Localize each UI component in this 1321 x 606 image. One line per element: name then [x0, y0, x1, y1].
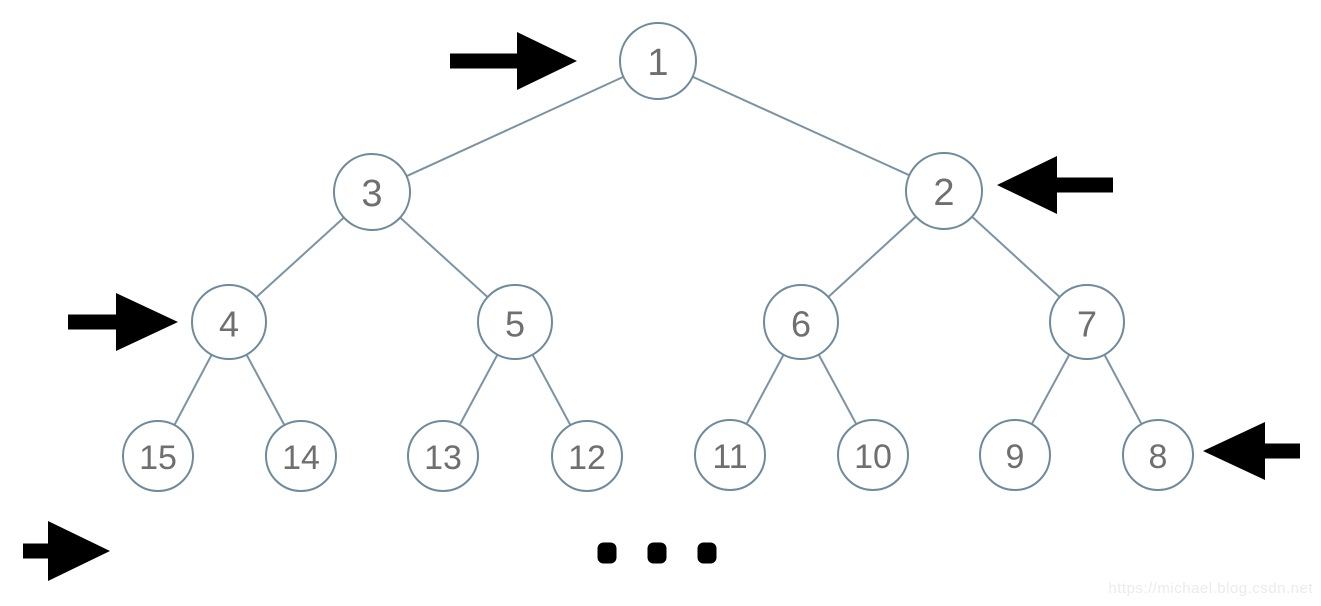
tree-node-circle-11 — [694, 419, 766, 491]
tree-node-circle-10 — [837, 419, 909, 491]
tree-node-2: 2 — [905, 152, 983, 230]
node-label-15: 15 — [139, 439, 177, 477]
ellipsis-dot-1 — [597, 542, 617, 564]
tree-node-7: 7 — [1049, 284, 1125, 360]
tree-node-13: 13 — [407, 420, 479, 492]
ellipsis-dot-3 — [697, 542, 717, 564]
tree-edge-1-2 — [657, 60, 945, 192]
ellipsis-dot-2 — [647, 542, 667, 564]
node-label-10: 10 — [854, 438, 892, 476]
tree-node-3: 3 — [333, 153, 411, 231]
node-label-1: 1 — [647, 42, 668, 84]
tree-node-8: 8 — [1122, 419, 1194, 491]
node-label-4: 4 — [219, 304, 239, 345]
arrow-at-node-2 — [997, 156, 1113, 214]
arrow-at-node-1 — [450, 32, 577, 90]
tree-node-6: 6 — [763, 284, 839, 360]
tree-node-circle-4 — [191, 284, 267, 360]
tree-node-14: 14 — [265, 420, 337, 492]
node-label-5: 5 — [505, 304, 525, 345]
tree-node-9: 9 — [979, 419, 1051, 491]
tree-node-circle-14 — [265, 420, 337, 492]
tree-node-12: 12 — [551, 420, 623, 492]
arrow-at-node-4 — [68, 293, 178, 351]
tree-node-circle-13 — [407, 420, 479, 492]
tree-node-circle-9 — [979, 419, 1051, 491]
tree-node-circle-6 — [763, 284, 839, 360]
tree-node-10: 10 — [837, 419, 909, 491]
node-label-11: 11 — [712, 438, 747, 476]
tree-node-circle-3 — [333, 153, 411, 231]
node-label-13: 13 — [424, 439, 462, 477]
tree-node-circle-8 — [1122, 419, 1194, 491]
tree-node-circle-2 — [905, 152, 983, 230]
tree-node-5: 5 — [477, 284, 553, 360]
node-label-9: 9 — [1006, 438, 1025, 476]
watermark: https://michael.blog.csdn.net — [1108, 580, 1313, 597]
tree-node-1: 1 — [619, 22, 697, 100]
arrow-next-level — [23, 521, 110, 581]
node-label-6: 6 — [791, 304, 811, 345]
tree-node-circle-12 — [551, 420, 623, 492]
node-label-3: 3 — [361, 173, 382, 215]
tree-node-4: 4 — [191, 284, 267, 360]
arrow-at-node-8 — [1203, 422, 1300, 480]
tree-node-circle-5 — [477, 284, 553, 360]
tree-node-11: 11 — [694, 419, 766, 491]
tree-node-circle-7 — [1049, 284, 1125, 360]
tree-node-circle-1 — [619, 22, 697, 100]
tree-node-15: 15 — [122, 420, 194, 492]
node-label-12: 12 — [568, 439, 606, 477]
node-label-14: 14 — [282, 439, 320, 477]
tree-node-circle-15 — [122, 420, 194, 492]
node-label-2: 2 — [933, 172, 954, 214]
node-label-8: 8 — [1149, 438, 1168, 476]
tree-edge-1-3 — [371, 60, 659, 193]
node-label-7: 7 — [1077, 304, 1097, 345]
